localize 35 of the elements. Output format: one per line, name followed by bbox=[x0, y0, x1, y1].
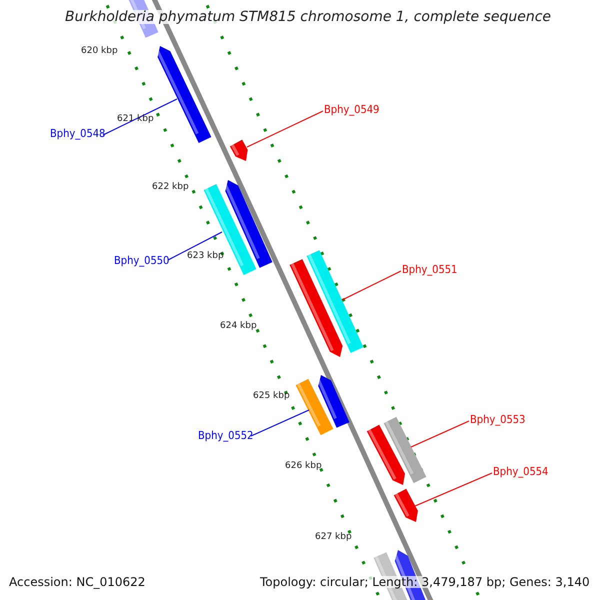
scale-label: 626 kbp bbox=[285, 462, 322, 471]
diagram-title: Burkholderia phymatum STM815 chromosome 1, complete sequence bbox=[65, 10, 552, 24]
gene-label: Bphy_0553 bbox=[470, 414, 526, 425]
leader-line bbox=[246, 110, 324, 148]
gene-block bbox=[316, 375, 350, 428]
sequence-info-note: Topology: circular; Length: 3,479,187 bp; Genes: 3,140 bbox=[260, 576, 590, 588]
leader-line bbox=[168, 232, 222, 260]
scale-label: 621 kbp bbox=[117, 115, 154, 124]
gene-label: Bphy_0551 bbox=[402, 264, 458, 275]
gene-block bbox=[230, 140, 248, 161]
gene-block bbox=[154, 46, 212, 143]
gene-block bbox=[222, 180, 272, 268]
gene-block bbox=[394, 488, 418, 522]
gene-block bbox=[296, 378, 334, 436]
gene-block bbox=[306, 250, 364, 353]
gene-label: Bphy_0552 bbox=[198, 430, 254, 441]
scale-label: 627 kbp bbox=[315, 533, 352, 542]
scale-label: 622 kbp bbox=[152, 183, 189, 192]
gene-block bbox=[384, 416, 426, 484]
gene-label: Bphy_0549 bbox=[324, 104, 380, 115]
leader-line bbox=[342, 270, 402, 300]
gene-block bbox=[366, 424, 405, 485]
gene-label: Bphy_0548 bbox=[50, 128, 106, 139]
gene-label: Bphy_0550 bbox=[114, 255, 170, 266]
accession-note: Accession: NC_010622 bbox=[9, 576, 146, 588]
scale-label: 623 kbp bbox=[187, 252, 224, 261]
scale-label: 624 kbp bbox=[220, 322, 257, 331]
gene-label: Bphy_0554 bbox=[493, 466, 548, 477]
leader-line bbox=[102, 98, 178, 136]
leader-line bbox=[414, 472, 492, 506]
scale-label: 620 kbp bbox=[81, 47, 118, 56]
leader-line bbox=[250, 410, 310, 436]
gene-block bbox=[290, 259, 343, 357]
gene-block bbox=[204, 184, 256, 275]
leader-line bbox=[410, 420, 470, 448]
